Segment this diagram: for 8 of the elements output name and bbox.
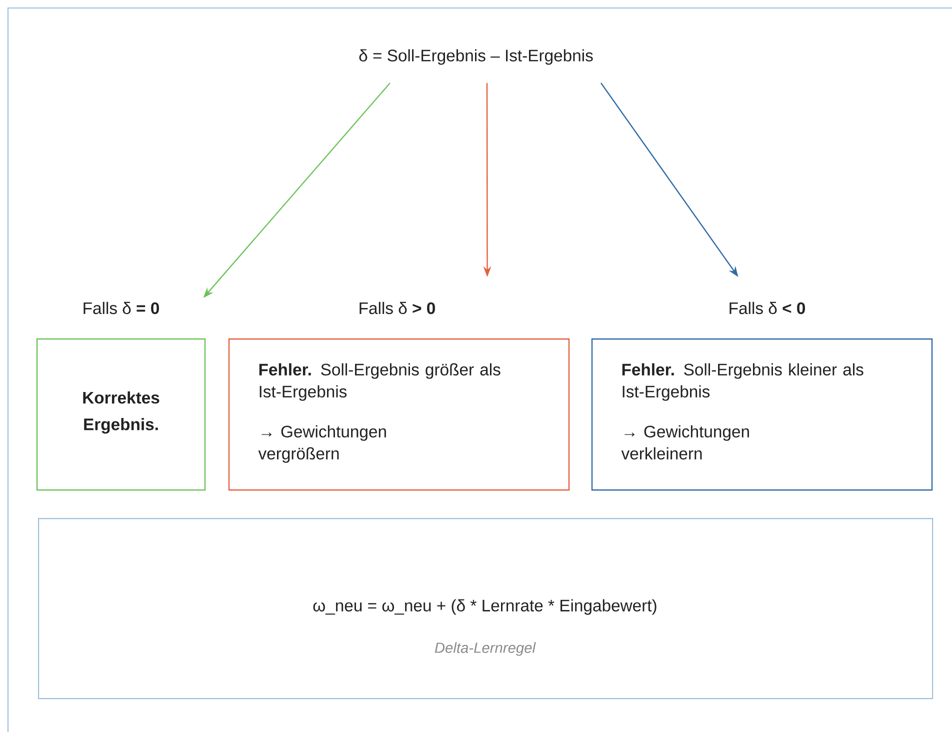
case-heading: Falls δ > 0 — [360, 302, 435, 314]
formula-text: δ = Soll-Ergebnis – Ist-Ergebnis — [359, 49, 593, 65]
case-heading: Falls δ < 0 — [730, 302, 805, 314]
case-heading: Falls δ = 0 — [84, 302, 159, 314]
result-box: Fehler. Soll-Ergebnis kleiner als Ist-Ergebnis → Gewichtungen verkleinern — [591, 338, 933, 491]
result-box: Korrektes Ergebnis. — [36, 338, 206, 491]
result-box: Fehler. Soll-Ergebnis größer als Ist-Ergebnis → Gewichtungen vergrößern — [228, 338, 570, 491]
formula-box: ω_neu = ω_neu + (δ * Lernrate * Eingabewert) Delta-Lernregel — [38, 518, 934, 700]
